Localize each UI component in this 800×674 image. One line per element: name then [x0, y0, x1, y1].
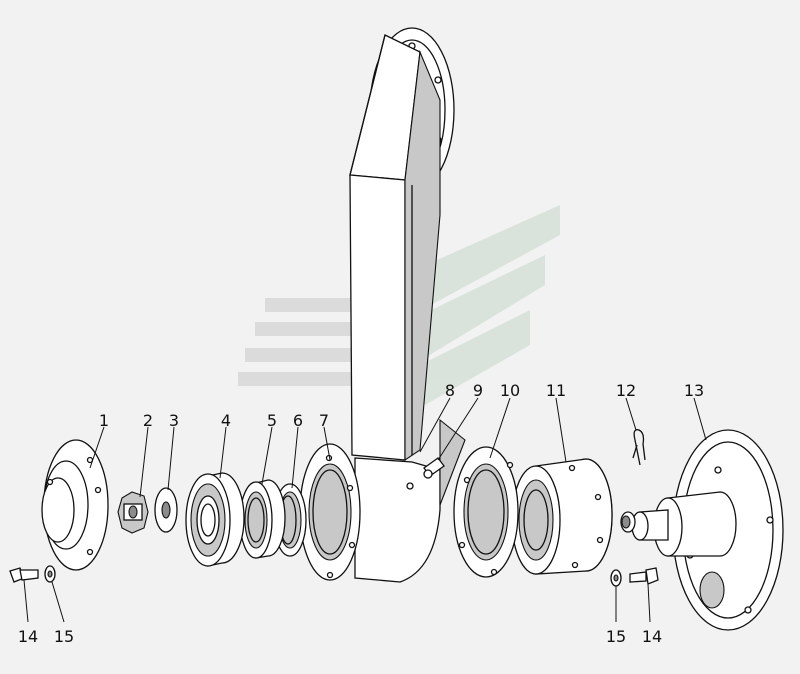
callout-1: 1: [99, 411, 109, 430]
part-13-axle-flange: [620, 429, 784, 631]
part-14-bolt-left: [9, 567, 39, 583]
callout-5: 5: [267, 411, 277, 430]
part-2-castle-nut: [117, 491, 149, 534]
callout-6: 6: [293, 411, 303, 430]
leader-lines: [23, 397, 707, 623]
callout-4: 4: [221, 411, 231, 430]
callout-7: 7: [319, 411, 329, 430]
callout-14-right: 14: [642, 627, 662, 646]
part-1-end-cap: [41, 439, 109, 571]
part-15-washer-left: [44, 565, 56, 583]
callout-10: 10: [500, 381, 520, 400]
part-12-cotter-pin: [632, 429, 646, 466]
callout-14-left: 14: [18, 627, 38, 646]
lever-arm-housing: [299, 27, 466, 583]
callout-8: 8: [445, 381, 455, 400]
part-11-hub: [511, 458, 613, 575]
callout-15-left: 15: [54, 627, 74, 646]
callout-2: 2: [143, 411, 153, 430]
part-5-collar: [239, 479, 286, 559]
part-14-bolt-right: [629, 567, 659, 585]
callout-11: 11: [546, 381, 566, 400]
part-10-gasket: [453, 446, 519, 578]
callout-12: 12: [616, 381, 636, 400]
callout-9: 9: [473, 381, 483, 400]
callout-13: 13: [684, 381, 704, 400]
callout-15-right: 15: [606, 627, 626, 646]
part-4-bearing: [185, 472, 245, 567]
callout-3: 3: [169, 411, 179, 430]
part-3-washer: [154, 487, 178, 533]
callout-labels: 1 2 3 4 5 6 7 8 9 10 11 12 13 14 15 15 1…: [18, 381, 704, 646]
part-9-grease-nipple: [423, 457, 445, 479]
part-15-washer-right: [610, 569, 622, 587]
